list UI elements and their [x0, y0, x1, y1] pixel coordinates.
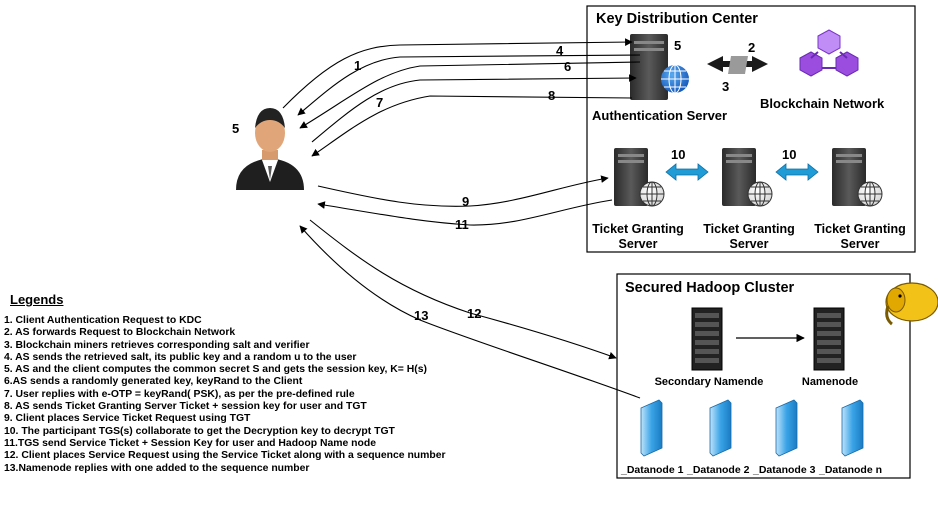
authentication-server-icon [630, 34, 689, 100]
hadoop-elephant-logo [885, 282, 938, 326]
auth-server-label: Authentication Server [592, 108, 727, 123]
legend-item: 9. Client places Service Ticket Request … [4, 413, 251, 425]
legend-item: 5. AS and the client computes the common… [4, 364, 427, 376]
legend-item: 8. AS sends Ticket Granting Server Ticke… [4, 401, 367, 413]
datanode-2-icon [709, 399, 732, 457]
tgs-3-label-line2: Server [841, 237, 880, 251]
namenode-label: Namenode [802, 376, 858, 388]
datanode-1-label: _Datanode 1 [620, 464, 684, 476]
legend-item: 13.Namenode replies with one added to th… [4, 462, 310, 474]
legend-item: 2. AS forwards Request to Blockchain Net… [4, 327, 236, 339]
tgs-link-arrow-2 [775, 163, 819, 181]
arrow-label-7: 7 [376, 95, 383, 110]
arrow-label-9: 9 [462, 194, 469, 209]
secondary-namenode-label: Secondary Namende [655, 376, 764, 388]
arrow-7 [311, 74, 637, 143]
kdc-box [586, 5, 916, 253]
link-label-2: 2 [748, 40, 755, 55]
legend-item: 11.TGS send Service Ticket + Session Key… [4, 437, 376, 449]
secondary-namenode-icon [691, 307, 723, 371]
kdc-title: Key Distribution Center [596, 11, 758, 27]
datanode-1-icon [640, 399, 663, 457]
tgs-link-label-1: 10 [671, 147, 685, 162]
legend-list: 1. Client Authentication Request to KDC … [4, 315, 446, 475]
namenode-icon [813, 307, 845, 371]
datanode-2-label: _Datanode 2 [686, 464, 750, 476]
arrow-13 [299, 225, 641, 399]
arrow-12 [309, 219, 617, 360]
hadoop-box [616, 273, 911, 479]
legend-item: 7. User replies with e-OTP = keyRand( PS… [4, 388, 355, 400]
tgs-2-label-line2: Server [730, 237, 769, 251]
client-user-icon [236, 108, 304, 190]
legend-item: 12. Client places Service Request using … [4, 450, 446, 462]
tgs-link-label-2: 10 [782, 147, 796, 162]
tgs-3-label-line1: Ticket Granting [814, 222, 905, 236]
legend-item: 10. The participant TGS(s) collaborate t… [4, 425, 395, 437]
tgs-2-label-line1: Ticket Granting [703, 222, 794, 236]
tgs-server-3-icon [832, 148, 883, 207]
arrow-label-8: 8 [548, 88, 555, 103]
datanode-n-label: _Datanode n [818, 464, 882, 476]
tgs-server-1-icon [614, 148, 665, 207]
datanode-n-icon [841, 399, 864, 457]
datanode-3-icon [775, 399, 798, 457]
client-step-5: 5 [232, 121, 239, 136]
arrow-8 [311, 95, 633, 157]
legend-title: Legends [10, 292, 64, 307]
tgs-server-2-icon [722, 148, 773, 207]
tgs-1-label-line1: Ticket Granting [592, 222, 683, 236]
arrow-label-12: 12 [467, 306, 481, 321]
arrow-11 [317, 199, 613, 226]
arrow-label-1: 1 [354, 58, 361, 73]
blockchain-exchange-arrow [707, 56, 768, 74]
hadoop-title: Secured Hadoop Cluster [625, 280, 795, 296]
legend-item: 6.AS sends a randomly generated key, key… [4, 376, 303, 388]
legend-item: 1. Client Authentication Request to KDC [4, 315, 202, 326]
arrow-label-11: 11 [455, 217, 469, 232]
datanode-3-label: _Datanode 3 [752, 464, 816, 476]
auth-step-5: 5 [674, 38, 681, 53]
link-label-3: 3 [722, 79, 729, 94]
arrow-1 [282, 38, 633, 109]
blockchain-label: Blockchain Network [760, 96, 885, 111]
arrow-label-13: 13 [414, 308, 428, 323]
legend-item: 4. AS sends the retrieved salt, its publ… [4, 351, 357, 363]
blockchain-network-icon [799, 29, 859, 77]
legend-item: 3. Blockchain miners retrieves correspon… [4, 339, 310, 351]
legend: Legends 1. Client Authentication Request… [4, 292, 446, 475]
arrow-label-4: 4 [556, 43, 564, 58]
tgs-1-label-line2: Server [619, 237, 658, 251]
arrow-6 [299, 61, 641, 129]
arrow-4 [297, 54, 641, 116]
arrow-label-6: 6 [564, 59, 571, 74]
tgs-link-arrow-1 [665, 163, 709, 181]
arrow-9 [317, 175, 609, 207]
